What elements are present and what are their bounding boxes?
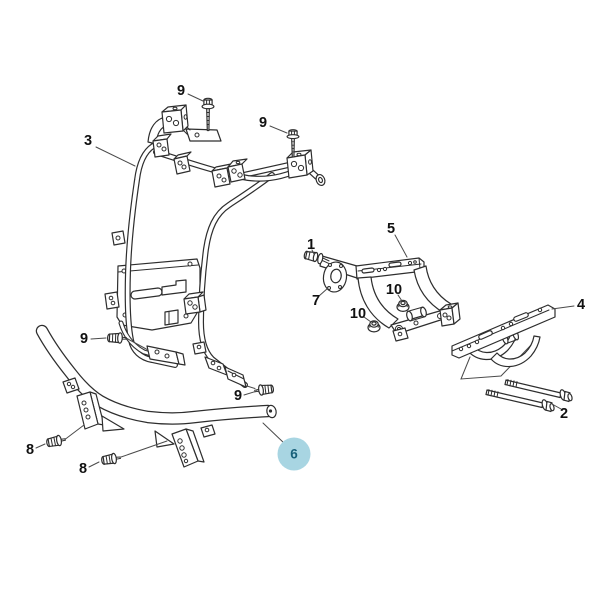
bolt-2-upper-icon bbox=[504, 379, 573, 403]
callout-9-lower-left-bolt-leader-line bbox=[90, 337, 107, 340]
bolt-8-right-icon bbox=[100, 440, 168, 466]
callout-5-support-bracket-label: 5 bbox=[387, 221, 395, 237]
frame-top-brackets bbox=[147, 104, 314, 188]
callout-10-nut-lower[interactable]: 10 bbox=[350, 306, 372, 323]
callout-8-left-bolt-leader-line bbox=[35, 443, 46, 449]
highlight-circle bbox=[277, 437, 311, 471]
callout-9-lower-right-bolt-leader-line bbox=[243, 390, 258, 396]
callout-2-bolts[interactable]: 2 bbox=[551, 403, 568, 422]
callout-2-bolts-label: 2 bbox=[560, 406, 568, 422]
callout-4-support-bracket-label: 4 bbox=[577, 297, 585, 313]
fasteners-drawing bbox=[45, 97, 573, 466]
callout-4-support-bracket-leader-line bbox=[551, 305, 575, 310]
nut-10-upper-icon bbox=[396, 299, 410, 312]
frame-lower-arms bbox=[126, 338, 256, 389]
callout-10-nut-lower-leader-line bbox=[363, 316, 372, 323]
callout-10-nut-lower-label: 10 bbox=[350, 306, 366, 322]
part-6-lower-frame-drawing bbox=[35, 324, 277, 468]
frame-mid-panel bbox=[116, 258, 201, 331]
callout-5-support-bracket-leader-line bbox=[394, 234, 408, 258]
callout-2-bolts-leader-line bbox=[551, 403, 562, 410]
part-4-support-bracket-drawing bbox=[439, 302, 556, 380]
callout-9-upper-left-bolt-label: 9 bbox=[177, 83, 185, 99]
callout-10-nut-upper-leader-line bbox=[397, 294, 403, 302]
bolt-9-lower-right-icon bbox=[253, 382, 275, 397]
callout-9-upper-left-bolt-leader-line bbox=[187, 93, 204, 102]
frame-side-clips bbox=[104, 230, 207, 355]
callout-8-right-bolt-label: 8 bbox=[79, 461, 87, 477]
part-3-main-frame-drawing bbox=[104, 104, 326, 389]
callout-10-nut-upper-label: 10 bbox=[386, 282, 402, 298]
part-4-end-cube bbox=[439, 302, 461, 327]
lower-frame-bracket-center bbox=[171, 428, 205, 468]
callout-9-upper-right-bolt[interactable]: 9 bbox=[259, 115, 288, 134]
part-5-support-bracket-drawing bbox=[319, 255, 457, 342]
callout-6-lower-frame[interactable]: 6 bbox=[262, 422, 311, 471]
callout-9-lower-left-bolt[interactable]: 9 bbox=[80, 331, 107, 347]
callout-8-right-bolt[interactable]: 8 bbox=[79, 461, 100, 477]
callout-1-bolt-label: 1 bbox=[307, 237, 315, 253]
lower-frame-bracket-left bbox=[76, 391, 105, 430]
bolt-8-left-icon bbox=[45, 424, 85, 449]
part-7-disc-plate-drawing bbox=[322, 261, 348, 293]
callout-7-disc-plate-label: 7 bbox=[312, 293, 320, 309]
callout-9-upper-right-bolt-leader-line bbox=[269, 125, 288, 134]
nut-10-lower-icon bbox=[367, 320, 381, 333]
callout-9-upper-left-bolt[interactable]: 9 bbox=[177, 83, 204, 102]
callout-layer: 9 9 3 1 5 7 10 10 4 2 9 9 8 8 6 bbox=[26, 83, 585, 477]
callout-9-lower-right-bolt[interactable]: 9 bbox=[234, 388, 258, 404]
callout-1-bolt-leader-line bbox=[311, 249, 315, 255]
callout-3-main-frame-label: 3 bbox=[84, 133, 92, 149]
callout-7-disc-plate[interactable]: 7 bbox=[312, 287, 329, 309]
bolt-9-upper-left-icon bbox=[201, 97, 215, 132]
callout-9-lower-left-bolt-label: 9 bbox=[80, 331, 88, 347]
callout-5-support-bracket[interactable]: 5 bbox=[387, 221, 408, 258]
callout-3-main-frame[interactable]: 3 bbox=[84, 133, 136, 167]
callout-8-right-bolt-leader-line bbox=[88, 461, 100, 468]
callout-6-lower-frame-leader-line bbox=[262, 422, 286, 445]
callout-8-left-bolt-label: 8 bbox=[26, 442, 34, 458]
callout-10-nut-upper[interactable]: 10 bbox=[386, 282, 403, 302]
callout-3-main-frame-leader-line bbox=[95, 146, 136, 167]
bolt-2-lower-icon bbox=[485, 389, 555, 413]
callout-4-support-bracket[interactable]: 4 bbox=[551, 297, 585, 313]
callout-9-upper-right-bolt-label: 9 bbox=[259, 115, 267, 131]
callout-7-disc-plate-leader-line bbox=[318, 287, 329, 297]
callout-8-left-bolt[interactable]: 8 bbox=[26, 442, 46, 458]
bolt-1-icon bbox=[303, 250, 330, 265]
callout-9-lower-right-bolt-label: 9 bbox=[234, 388, 242, 404]
callout-1-bolt[interactable]: 1 bbox=[307, 237, 315, 255]
callout-6-lower-frame-label: 6 bbox=[290, 447, 298, 462]
